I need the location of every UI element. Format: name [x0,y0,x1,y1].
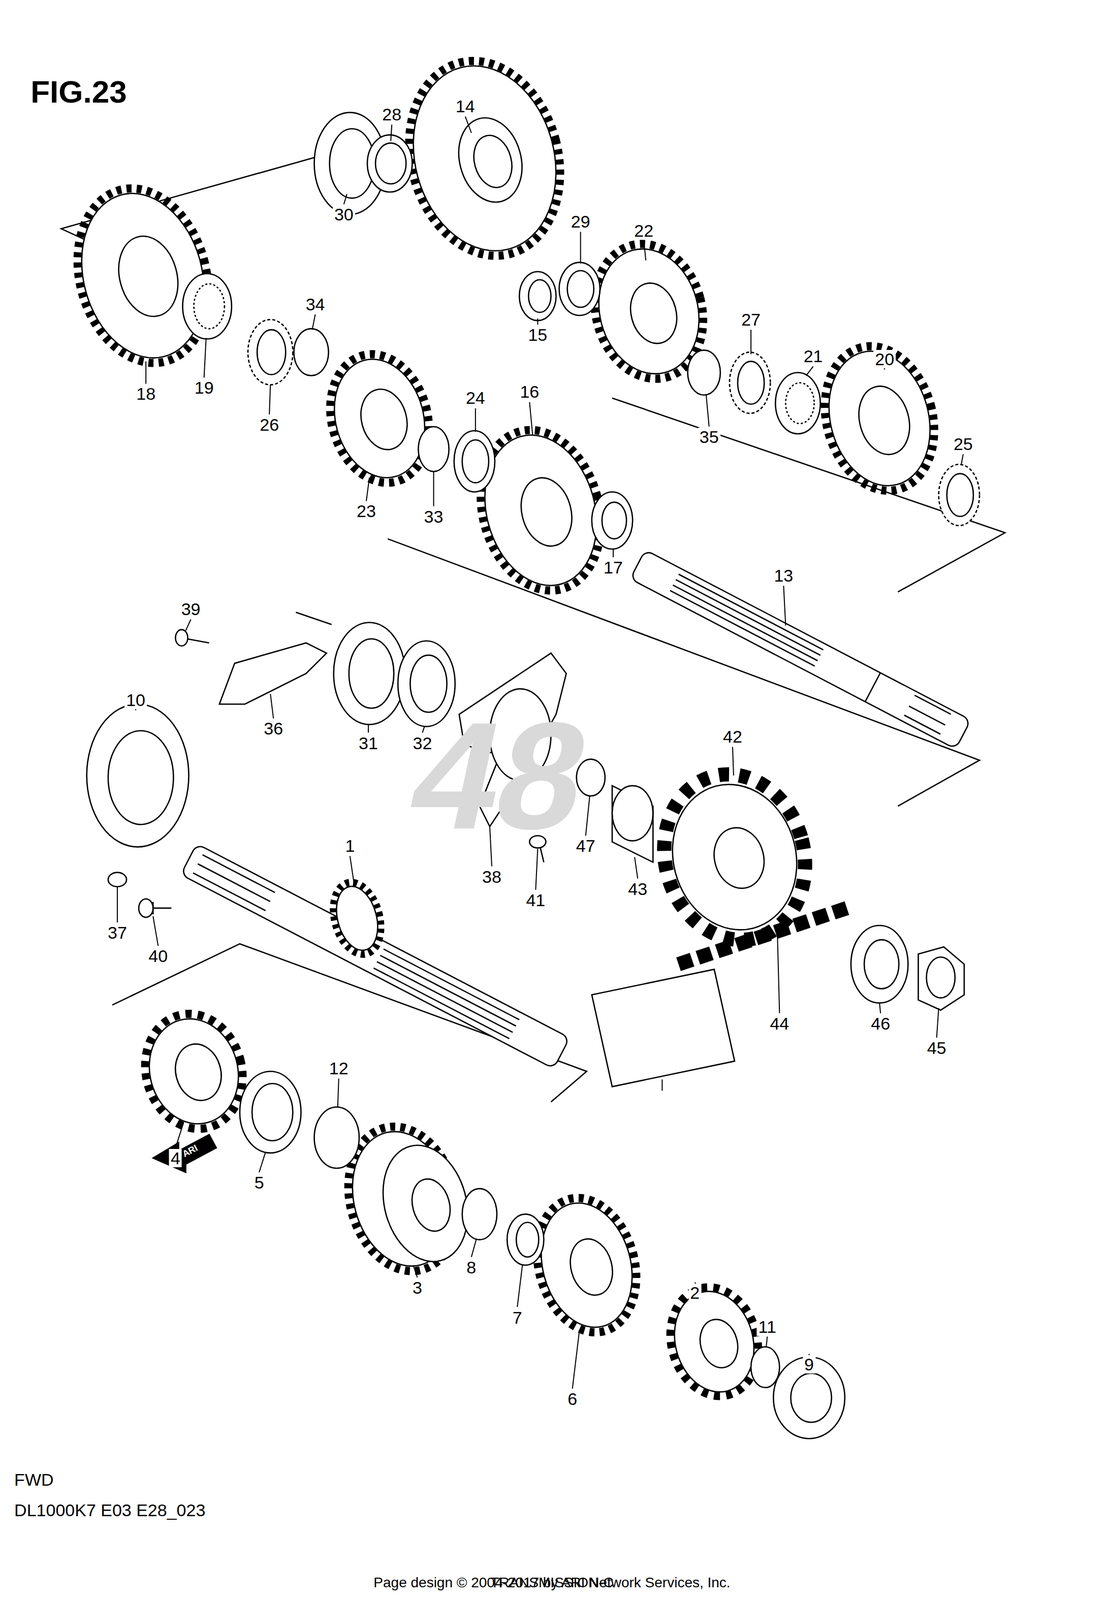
callout-number: 28 [380,105,403,124]
fwd-arrow [152,1134,217,1173]
callout-number: 35 [698,427,721,447]
callout-number: 8 [464,1258,478,1277]
callout-number: 42 [721,727,744,746]
callout-number: 45 [925,1038,949,1058]
callout-number: 29 [569,212,592,231]
callout-number: 7 [511,1308,524,1328]
callout-number: 39 [179,600,203,619]
countershaft [629,550,971,750]
callout-number: 33 [422,507,446,526]
callout-number: 34 [304,295,327,314]
callout-number: 22 [632,221,655,240]
callout-number: 10 [124,690,147,710]
callout-number: 18 [134,384,157,403]
callout-number: 13 [772,566,795,585]
callout-number: 23 [355,501,378,521]
callout-number: 6 [565,1390,579,1409]
callout-number: 1 [343,836,357,856]
callout-number: 20 [873,350,896,369]
callout-number: 32 [411,734,434,753]
callout-number: 2 [688,1283,702,1303]
leader-lines [117,116,964,1389]
callout-number: 46 [869,1014,892,1033]
watermark: 48 [398,699,601,852]
callout-number: 26 [258,415,281,434]
callout-number: 3 [411,1278,424,1298]
callout-number: 21 [802,346,825,366]
callout-number: 17 [602,558,625,577]
callout-number: 14 [454,97,477,116]
callout-number: 44 [768,1014,791,1033]
callout-number: 4 [169,1149,182,1168]
model-code: FWD [14,1471,54,1489]
callout-number: 5 [253,1173,266,1192]
callout-number: 11 [756,1317,778,1337]
callout-number: 43 [626,879,649,899]
callout-number: 15 [526,325,549,344]
callout-number: 16 [518,382,541,401]
bearings-washers [86,112,980,1439]
callout-number: 24 [464,388,487,407]
gear-parts [58,43,951,1407]
callout-number: 31 [357,734,380,753]
callout-number: 25 [952,434,975,454]
callout-number: 37 [106,923,129,942]
callout-number: 41 [524,891,547,910]
callout-number: 36 [262,719,285,738]
callout-number: 12 [327,1059,351,1078]
driveshaft [180,843,570,1069]
callout-number: 47 [574,836,597,856]
callout-number: 19 [193,378,216,397]
figure-name: DL1000K7 E03 E28_023 [14,1501,206,1520]
copyright-footer: Page design © 2004-2017 by ARI Network S… [373,1575,731,1591]
callout-number: 27 [739,310,763,329]
callout-number: 30 [332,205,356,224]
group-bracket [295,612,332,625]
callout-number: 38 [480,867,503,887]
callout-number: 40 [146,946,170,966]
figure-title: FIG.23 [30,76,128,108]
callout-number: 9 [802,1355,816,1374]
